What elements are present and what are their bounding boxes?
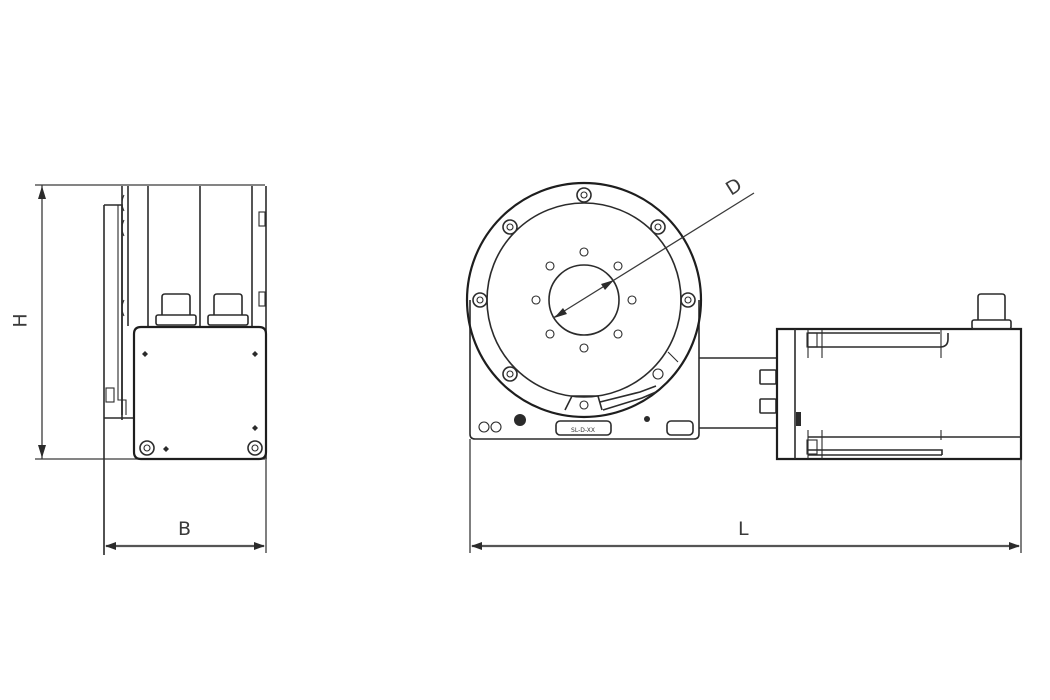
inner-hole-pattern [531,247,637,353]
connector-2 [207,293,249,326]
dimension-h [35,184,265,460]
dimension-l [469,439,1022,553]
label-h: H [9,313,32,328]
connector-1 [155,293,197,326]
dimension-b [103,459,267,553]
nameplate-text: SL-D-XX [571,427,595,434]
front-view: SL-D-XX [465,181,1023,553]
label-b: B [178,518,192,540]
nameplate [555,420,612,436]
servo-motor [775,293,1023,461]
side-view [35,184,268,555]
outer-bolt-ring [472,187,696,382]
motor-connector [971,293,1012,330]
label-l: L [738,518,749,540]
center-bore [548,264,620,336]
rotary-table-outer-ring [465,181,703,419]
dimension-d [552,192,755,319]
